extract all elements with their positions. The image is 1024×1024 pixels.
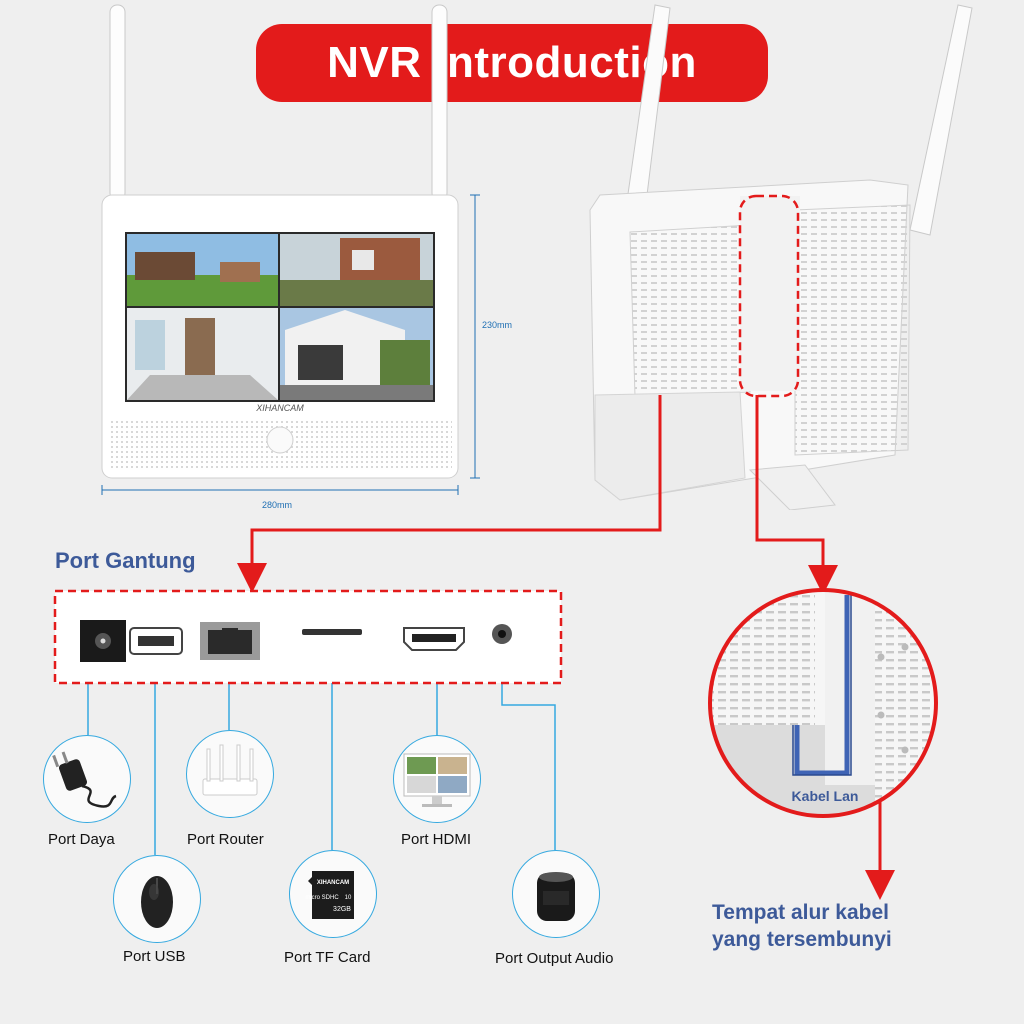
back-vent-left [629, 224, 751, 397]
port-label-hdmi: Port HDMI [401, 831, 472, 848]
width-dimension-label: 280mm [262, 500, 293, 510]
port-panel [53, 589, 563, 685]
port-label-audio: Port Output Audio [495, 950, 614, 967]
zoom-circle-border [708, 588, 938, 818]
lan-cable [794, 595, 850, 776]
port-label-power: Port Daya [48, 831, 115, 848]
port-label-usb: Port USB [123, 948, 186, 965]
page-title: NVR Introduction [256, 24, 768, 102]
port-label-router: Port Router [187, 831, 264, 848]
tf-card-brand: XIHANCAM [317, 880, 349, 886]
tf-card-icon: XIHANCAM micro SDHC 10 32GB [305, 871, 354, 919]
hidden-cable-caption: Tempat alur kabel yang tersembunyi [712, 899, 892, 953]
tf-card-circle: XIHANCAM micro SDHC 10 32GB [289, 850, 377, 938]
power-adapter-circle [43, 735, 131, 823]
tf-card-capacity: 32GB [333, 906, 351, 913]
cable-label: Kabel Lan [792, 788, 859, 804]
nvr-front-view: XIHANCAM [101, 4, 480, 495]
camera-view-1 [127, 234, 278, 306]
zoom-arrow-line [755, 395, 838, 595]
camera-view-3 [127, 308, 278, 400]
channel-highlight [738, 194, 800, 398]
router-icon [202, 744, 258, 796]
cable-zoom: Kabel Lan [708, 588, 938, 818]
tf-card-type: micro SDHC [305, 895, 339, 901]
stand [748, 464, 836, 510]
height-dimension-label: 230mm [482, 320, 513, 330]
dc-power-port[interactable] [80, 620, 126, 662]
speaker-icon [537, 872, 575, 921]
mouse-circle [113, 855, 201, 943]
port-arrow-line [237, 395, 662, 593]
power-adapter-icon [52, 751, 117, 808]
monitor-circle [393, 735, 481, 823]
audio-port[interactable] [492, 624, 512, 644]
port-panel-title: Port Gantung [55, 548, 196, 573]
port-label-tf: Port TF Card [284, 949, 371, 966]
tf-card-slot[interactable] [302, 629, 362, 635]
nvr-back-view [589, 4, 973, 510]
mouse-icon [141, 876, 173, 928]
usb-port[interactable] [129, 627, 183, 655]
monitor-icon [403, 753, 471, 807]
brand-label: XIHANCAM [255, 403, 304, 413]
back-right-antenna [909, 4, 973, 236]
lan-port[interactable] [200, 622, 260, 660]
camera-view-4 [280, 308, 433, 400]
back-port-area [594, 391, 746, 501]
hdmi-port[interactable] [403, 627, 465, 651]
power-button[interactable] [266, 426, 294, 454]
camera-view-2 [280, 234, 433, 306]
caption-line-1: Tempat alur kabel [712, 901, 890, 924]
cable-channel [740, 196, 800, 391]
caption-line-2: yang tersembunyi [712, 928, 892, 951]
speaker-circle [512, 850, 600, 938]
tf-card-class: 10 [345, 895, 352, 901]
router-circle [186, 730, 274, 818]
